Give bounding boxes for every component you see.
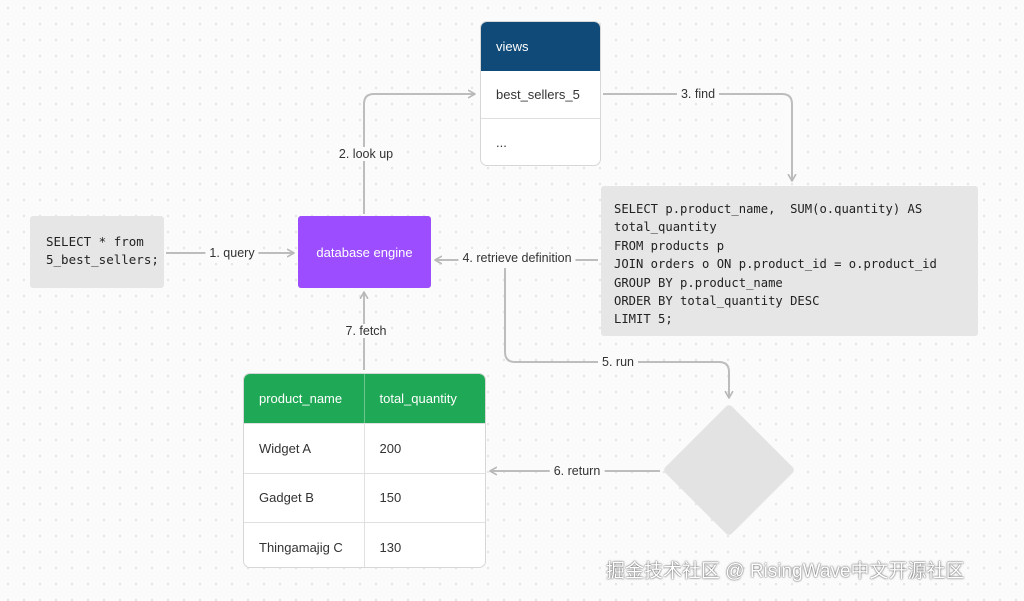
- database-engine-node: database engine: [298, 216, 431, 288]
- table-row: Thingamajig C 130: [244, 522, 485, 567]
- watermark: 掘金技术社区 @ RisingWave中文开源社区: [606, 561, 965, 582]
- table-cell: Thingamajig C: [244, 523, 365, 567]
- table-cell: Widget A: [244, 424, 365, 473]
- column-header: product_name: [244, 374, 365, 423]
- sql-line: GROUP BY p.product_name: [614, 275, 783, 290]
- sql-line: FROM products p: [614, 238, 725, 253]
- step-label-fetch: 7. fetch: [341, 324, 391, 338]
- table-cell: Gadget B: [244, 473, 365, 522]
- step-label-find: 3. find: [676, 87, 720, 101]
- sql-line: ORDER BY total_quantity DESC: [614, 293, 820, 308]
- views-panel: views best_sellers_5 ...: [480, 21, 601, 166]
- table-cell: 200: [379, 440, 402, 456]
- views-row: best_sellers_5: [481, 71, 600, 119]
- result-table-header: product_name total_quantity: [244, 374, 485, 423]
- query-box: SELECT * from 5_best_sellers;: [30, 216, 164, 288]
- sql-definition-box: SELECT p.product_name, SUM(o.quantity) A…: [601, 186, 978, 336]
- step-label-look-up: 2. look up: [334, 147, 398, 161]
- sql-line: JOIN orders o ON p.product_id = o.produc…: [614, 257, 937, 272]
- views-header: views: [481, 22, 600, 71]
- table-row: Gadget B 150: [244, 472, 485, 522]
- query-line: 5_best_sellers;: [46, 252, 159, 267]
- sql-line: total_quantity: [614, 220, 717, 235]
- result-table: product_name total_quantity Widget A 200…: [243, 373, 486, 568]
- arrow-look-up: [363, 89, 476, 214]
- query-line: SELECT * from: [46, 234, 144, 249]
- step-label-retrieve: 4. retrieve definition: [458, 251, 576, 265]
- step-label-query: 1. query: [205, 246, 259, 260]
- sql-line: SELECT p.product_name, SUM(o.quantity) A…: [614, 202, 923, 216]
- column-header: total_quantity: [379, 391, 457, 406]
- sql-line: LIMIT 5;: [614, 312, 673, 327]
- table-cell: 130: [379, 539, 402, 555]
- table-cell: 150: [379, 490, 402, 506]
- arrow-find: [603, 93, 797, 182]
- step-label-return: 6. return: [549, 464, 605, 478]
- table-row: Widget A 200: [244, 423, 485, 473]
- step-label-run: 5. run: [598, 355, 638, 369]
- database-engine-label: database engine: [316, 244, 413, 260]
- views-row: ...: [496, 135, 507, 150]
